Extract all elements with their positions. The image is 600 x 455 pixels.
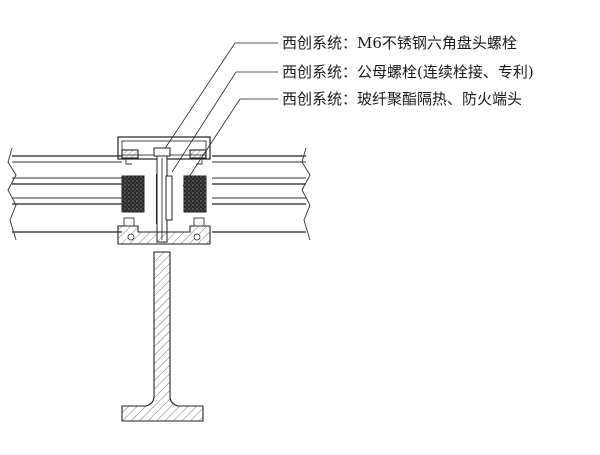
glass-panel-right — [212, 147, 311, 241]
callout-list: 西创系统：M6不锈钢六角盘头螺栓 西创系统：公母螺栓(连续栓接、专利) 西创系统… — [282, 34, 534, 108]
callout-bolt: 西创系统：M6不锈钢六角盘头螺栓 — [282, 34, 517, 52]
insulation-block-left — [121, 175, 145, 213]
leader-line-bolt — [163, 42, 278, 151]
leader-line-nut-bolt — [171, 71, 278, 173]
insulation-block-right — [183, 175, 207, 213]
support-i-beam — [121, 251, 204, 422]
bolt-assembly — [153, 147, 173, 243]
bolt-head — [153, 147, 171, 157]
callout-insulator: 西创系统：玻纤聚酯隔热、防火端头 — [282, 90, 522, 108]
callout-nut-bolt: 西创系统：公母螺栓(连续栓接、专利) — [282, 63, 534, 81]
glass-panel-left — [7, 147, 122, 241]
female-nut — [165, 175, 173, 221]
leader-line-insulator — [182, 98, 278, 187]
base-profile — [117, 217, 211, 245]
leader-lines — [163, 42, 278, 187]
